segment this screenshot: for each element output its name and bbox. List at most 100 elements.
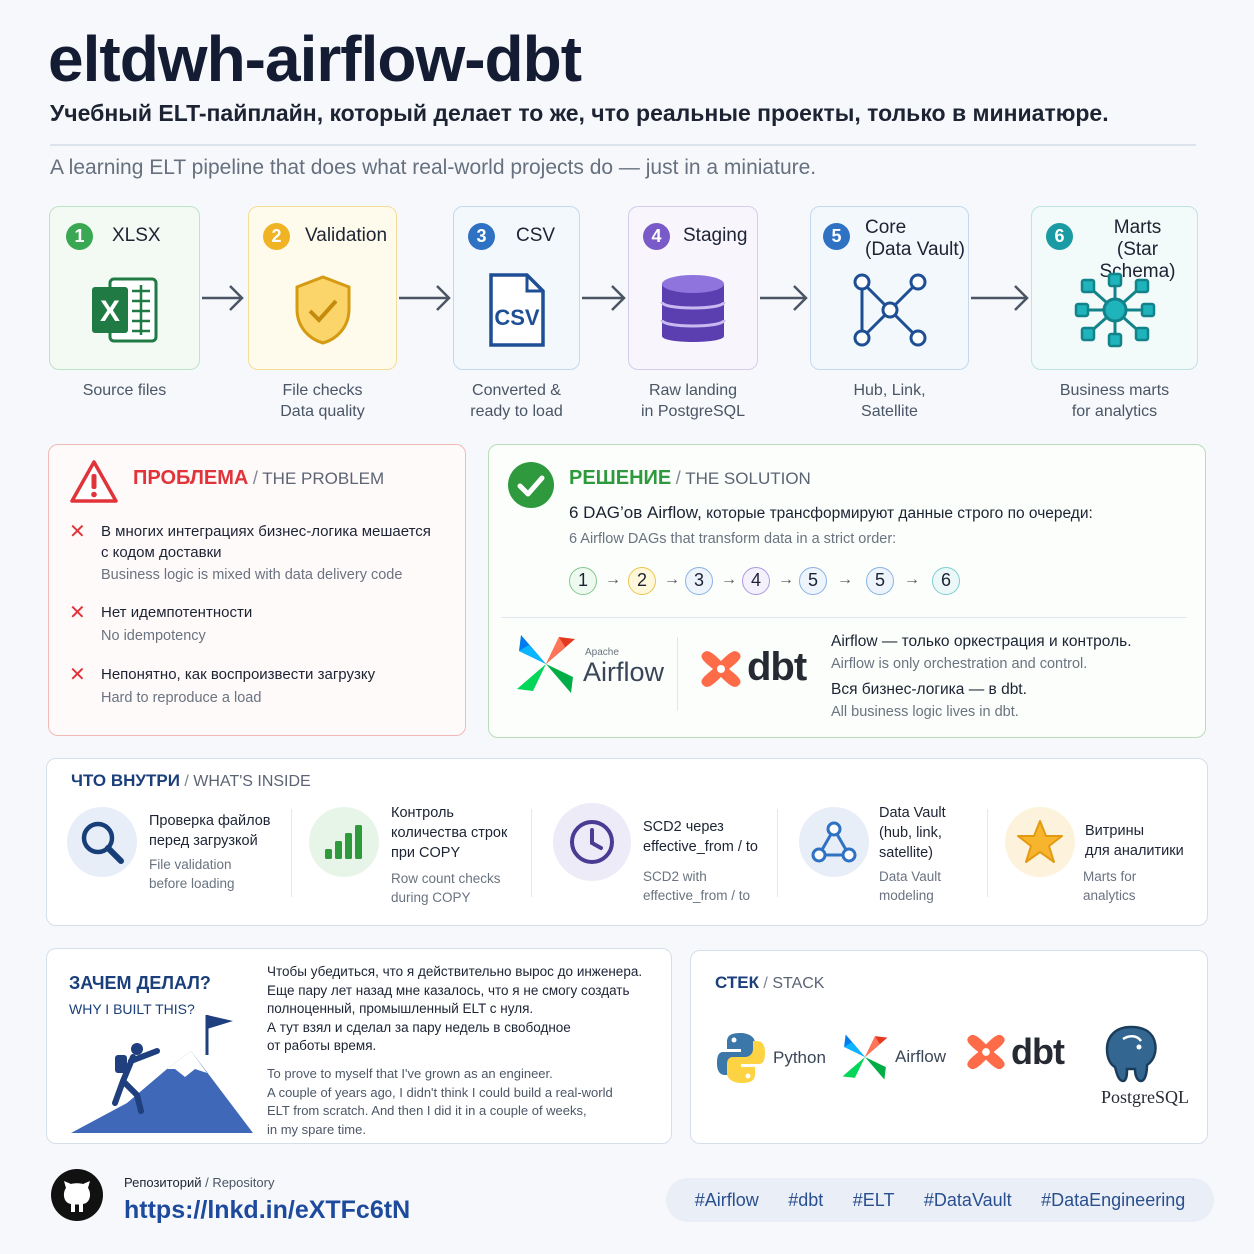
cross-icon: ✕: [69, 521, 86, 543]
excel-icon: X: [50, 267, 199, 353]
logo-divider: [677, 637, 678, 711]
feature-text-ru: SCD2 через effective_from / to: [643, 819, 758, 855]
feature-text-ru: Проверка файлов перед загрузкой: [149, 813, 271, 849]
feature-text-ru: Контроль количества строк при COPY: [391, 805, 508, 861]
dbt-wordmark: dbt: [747, 645, 807, 689]
step-caption: Converted & ready to load: [470, 382, 563, 420]
solution-lead-en: 6 Airflow DAGs that transform data in a …: [569, 531, 897, 547]
feature-text-ru: Витрины для аналитики: [1085, 823, 1184, 859]
dag-arrow: →: [721, 571, 737, 588]
dbt-note-ru: Вся бизнес-логика — в dbt.: [831, 681, 1027, 698]
csv-file-icon: CSV: [454, 267, 579, 353]
arrow-icon: [582, 285, 626, 311]
step-caption: Business marts for analytics: [1059, 382, 1170, 420]
cross-icon: ✕: [69, 602, 86, 624]
stack-title: СТЕК / STACK: [715, 973, 824, 993]
dag-chip: 1: [569, 567, 597, 595]
feature-divider: [291, 809, 292, 897]
solution-title-ru: РЕШЕНИЕ: [569, 467, 672, 489]
hashtag[interactable]: #ELT: [852, 1189, 895, 1210]
hashtag[interactable]: #Airflow: [694, 1189, 759, 1210]
step-number: 2: [263, 223, 290, 250]
stack-item-dbt: dbt: [965, 1031, 1065, 1073]
airflow-apache-label: Apache: [585, 647, 619, 658]
title-separator: /: [252, 468, 258, 488]
feature-text-ru: Data Vault (hub, link, satellite): [879, 805, 946, 861]
dag-chip: 4: [742, 567, 770, 595]
title-separator: /: [763, 975, 768, 992]
stack-item-python: Python: [715, 1031, 826, 1085]
stack-item-label: PostgreSQL: [1100, 1087, 1189, 1107]
pipeline-step-staging: 4 Staging: [628, 206, 758, 370]
feature-text-en: File validation before loading: [149, 857, 235, 891]
feature-divider: [777, 809, 778, 897]
problem-item-ru: Непонятно, как воспроизвести загрузку: [101, 666, 376, 683]
arrow-icon: [202, 285, 244, 311]
inside-title-ru: ЧТО ВНУТРИ: [71, 771, 180, 790]
feature-row-count: Контроль количества строк при COPY Row c…: [309, 805, 529, 915]
repo-label: Репозиторий / Repository: [124, 1175, 274, 1190]
feature-text-en: Row count checks during COPY: [391, 871, 501, 905]
network-icon: [799, 807, 869, 877]
feature-divider: [987, 809, 988, 897]
feature-divider: [531, 809, 532, 897]
shield-check-icon: [249, 267, 396, 353]
hashtag[interactable]: #DataEngineering: [1041, 1189, 1186, 1210]
search-icon: [67, 807, 137, 877]
problem-item-ru: В многих интеграциях бизнес-логика мешае…: [101, 523, 431, 561]
step-caption: Raw landing in PostgreSQL: [640, 382, 746, 420]
inside-title-en: WHAT'S INSIDE: [193, 773, 311, 790]
step-label: Core (Data Vault): [865, 217, 965, 260]
repo-label-en: Repository: [212, 1175, 275, 1190]
step-number: 1: [66, 223, 93, 250]
solution-lead-ru: 6 DAG’ов Airflow, которые трансформируют…: [569, 503, 1093, 523]
feature-text-en: Data Vault modeling: [879, 869, 942, 903]
step-label: CSV: [516, 225, 556, 246]
dag-arrow: →: [664, 571, 680, 588]
star-icon: [1005, 807, 1075, 877]
airflow-logo-icon: [842, 1034, 888, 1080]
repo-link[interactable]: https://lnkd.in/eXTFc6tN: [124, 1196, 411, 1224]
feature-file-validation: Проверка файлов перед загрузкой File val…: [67, 805, 287, 915]
dag-chip: 6: [932, 567, 960, 595]
dbt-logo-icon: [701, 651, 741, 687]
step-label: Staging: [683, 225, 748, 246]
why-text-en: To prove to myself that I've grown as an…: [267, 1066, 613, 1137]
database-icon: [629, 267, 757, 353]
arrow-icon: [971, 285, 1029, 311]
cross-icon: ✕: [69, 664, 86, 686]
hashtag[interactable]: #dbt: [788, 1189, 824, 1210]
stack-item-label: Airflow: [895, 1047, 947, 1066]
dag-arrow: →: [837, 571, 853, 588]
bar-chart-icon: [309, 807, 379, 877]
check-circle-icon: [508, 462, 554, 508]
arrow-icon: [760, 285, 808, 311]
whats-inside-card: ЧТО ВНУТРИ / WHAT'S INSIDE Проверка файл…: [46, 758, 1208, 926]
dag-arrow: →: [605, 571, 621, 588]
problem-card: ПРОБЛЕМА / THE PROBLEM ✕ В многих интегр…: [48, 444, 466, 736]
problem-title-ru: ПРОБЛЕМА: [133, 467, 249, 489]
dag-chip: 5: [799, 567, 827, 595]
why-text-ru: Чтобы убедиться, что я действительно выр…: [267, 964, 643, 1053]
problem-item-en: No idempotency: [101, 628, 206, 644]
stack-item-label: dbt: [1011, 1031, 1065, 1072]
dbt-note-en: All business logic lives in dbt.: [831, 704, 1019, 720]
stack-title-ru: СТЕК: [715, 973, 759, 992]
repo-label-ru: Репозиторий: [124, 1175, 202, 1190]
dag-chip: 5: [866, 567, 894, 595]
hashtag[interactable]: #DataVault: [923, 1189, 1012, 1210]
clock-icon: [553, 803, 631, 881]
dbt-logo-icon: [967, 1034, 1005, 1070]
solution-title-en: THE SOLUTION: [685, 469, 811, 488]
solution-divider: [501, 617, 1187, 618]
feature-data-vault: Data Vault (hub, link, satellite) Data V…: [799, 805, 989, 915]
solution-lead-ru-rest: которые трансформируют данные строго по …: [701, 505, 1093, 522]
solution-card: РЕШЕНИЕ / THE SOLUTION 6 DAG’ов Airflow,…: [488, 444, 1206, 738]
pipeline-step-xlsx: 1 XLSX X: [49, 206, 200, 370]
feature-text-en: SCD2 with effective_from / to: [643, 869, 751, 903]
stack-card: СТЕК / STACK Python Airflow dbt: [690, 950, 1208, 1144]
stack-item-airflow: Airflow: [841, 1031, 946, 1083]
subtitle-ru: Учебный ELT-пайплайн, который делает то …: [50, 100, 1109, 126]
airflow-wordmark: Airflow: [583, 657, 665, 687]
header-divider: [50, 144, 1196, 146]
